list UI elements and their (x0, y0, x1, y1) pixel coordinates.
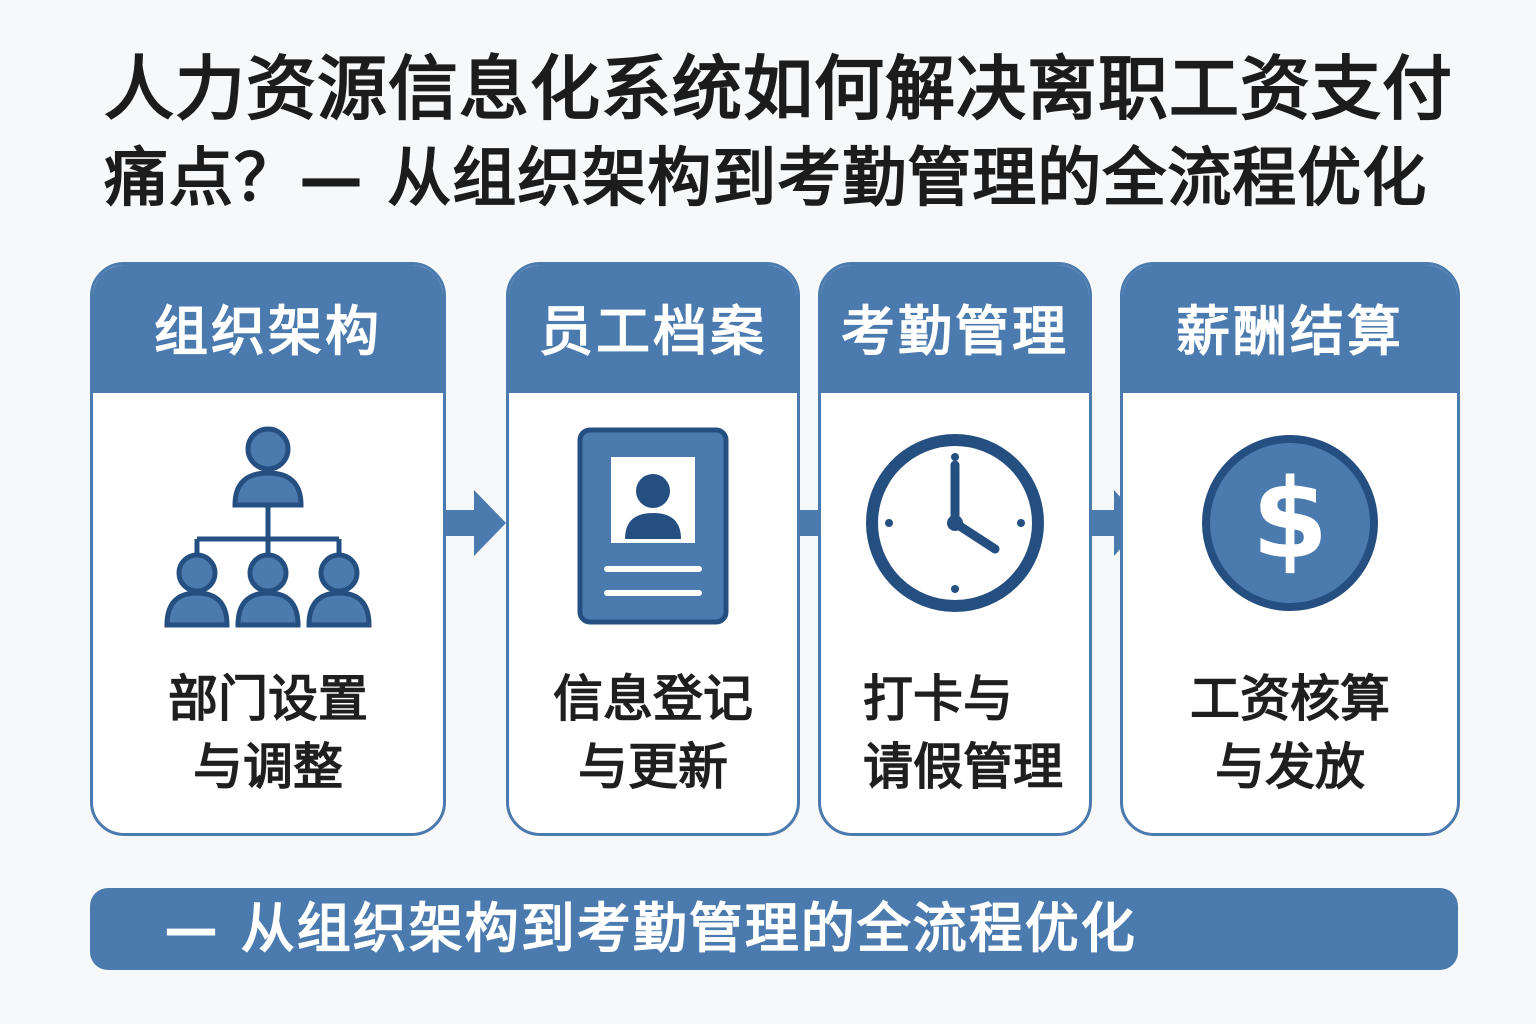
svg-text:$: $ (1252, 455, 1329, 583)
arrow-right-icon (446, 490, 506, 556)
step-description: 部门设置 与调整 (93, 665, 443, 801)
id-card-icon (577, 427, 729, 625)
step-header: 考勤管理 (821, 265, 1089, 393)
arrow-right-icon (1092, 490, 1144, 556)
page-title-line-1: 人力资源信息化系统如何解决离职工资支付 (104, 48, 1453, 130)
step-description-line-2: 请假管理 (863, 738, 1063, 796)
step-header: 组织架构 (93, 265, 443, 393)
step-description: 工资核算 与发放 (1123, 665, 1457, 801)
step-description-line-2: 与调整 (193, 738, 343, 796)
step-card-employee-profile: 员工档案 信息登记 与更新 (506, 262, 800, 836)
step-card-org-structure: 组织架构 部门设置 与调整 (90, 262, 446, 836)
dollar-coin-icon: $ (1202, 435, 1378, 611)
step-description-line-1: 部门设置 (168, 670, 368, 728)
step-card-payroll: 薪酬结算 $ 工资核算 与发放 (1120, 262, 1460, 836)
step-description: 信息登记 与更新 (509, 665, 797, 801)
step-description-line-2: 与更新 (578, 738, 728, 796)
step-card-attendance: 考勤管理 打卡与 请假管理 (818, 262, 1092, 836)
step-description-line-1: 打卡与 (863, 670, 1013, 728)
org-chart-icon (164, 426, 372, 628)
summary-banner: — 从组织架构到考勤管理的全流程优化 (90, 888, 1458, 970)
summary-banner-text: — 从组织架构到考勤管理的全流程优化 (164, 897, 1137, 960)
step-header: 员工档案 (509, 265, 797, 393)
step-description: 打卡与 请假管理 (821, 665, 1089, 801)
clock-icon (866, 434, 1044, 612)
page-title-line-2: 痛点？— 从组织架构到考勤管理的全流程优化 (104, 142, 1428, 216)
step-header: 薪酬结算 (1123, 265, 1457, 393)
step-description-line-2: 与发放 (1215, 738, 1365, 796)
step-description-line-1: 信息登记 (553, 670, 753, 728)
step-description-line-1: 工资核算 (1190, 670, 1390, 728)
